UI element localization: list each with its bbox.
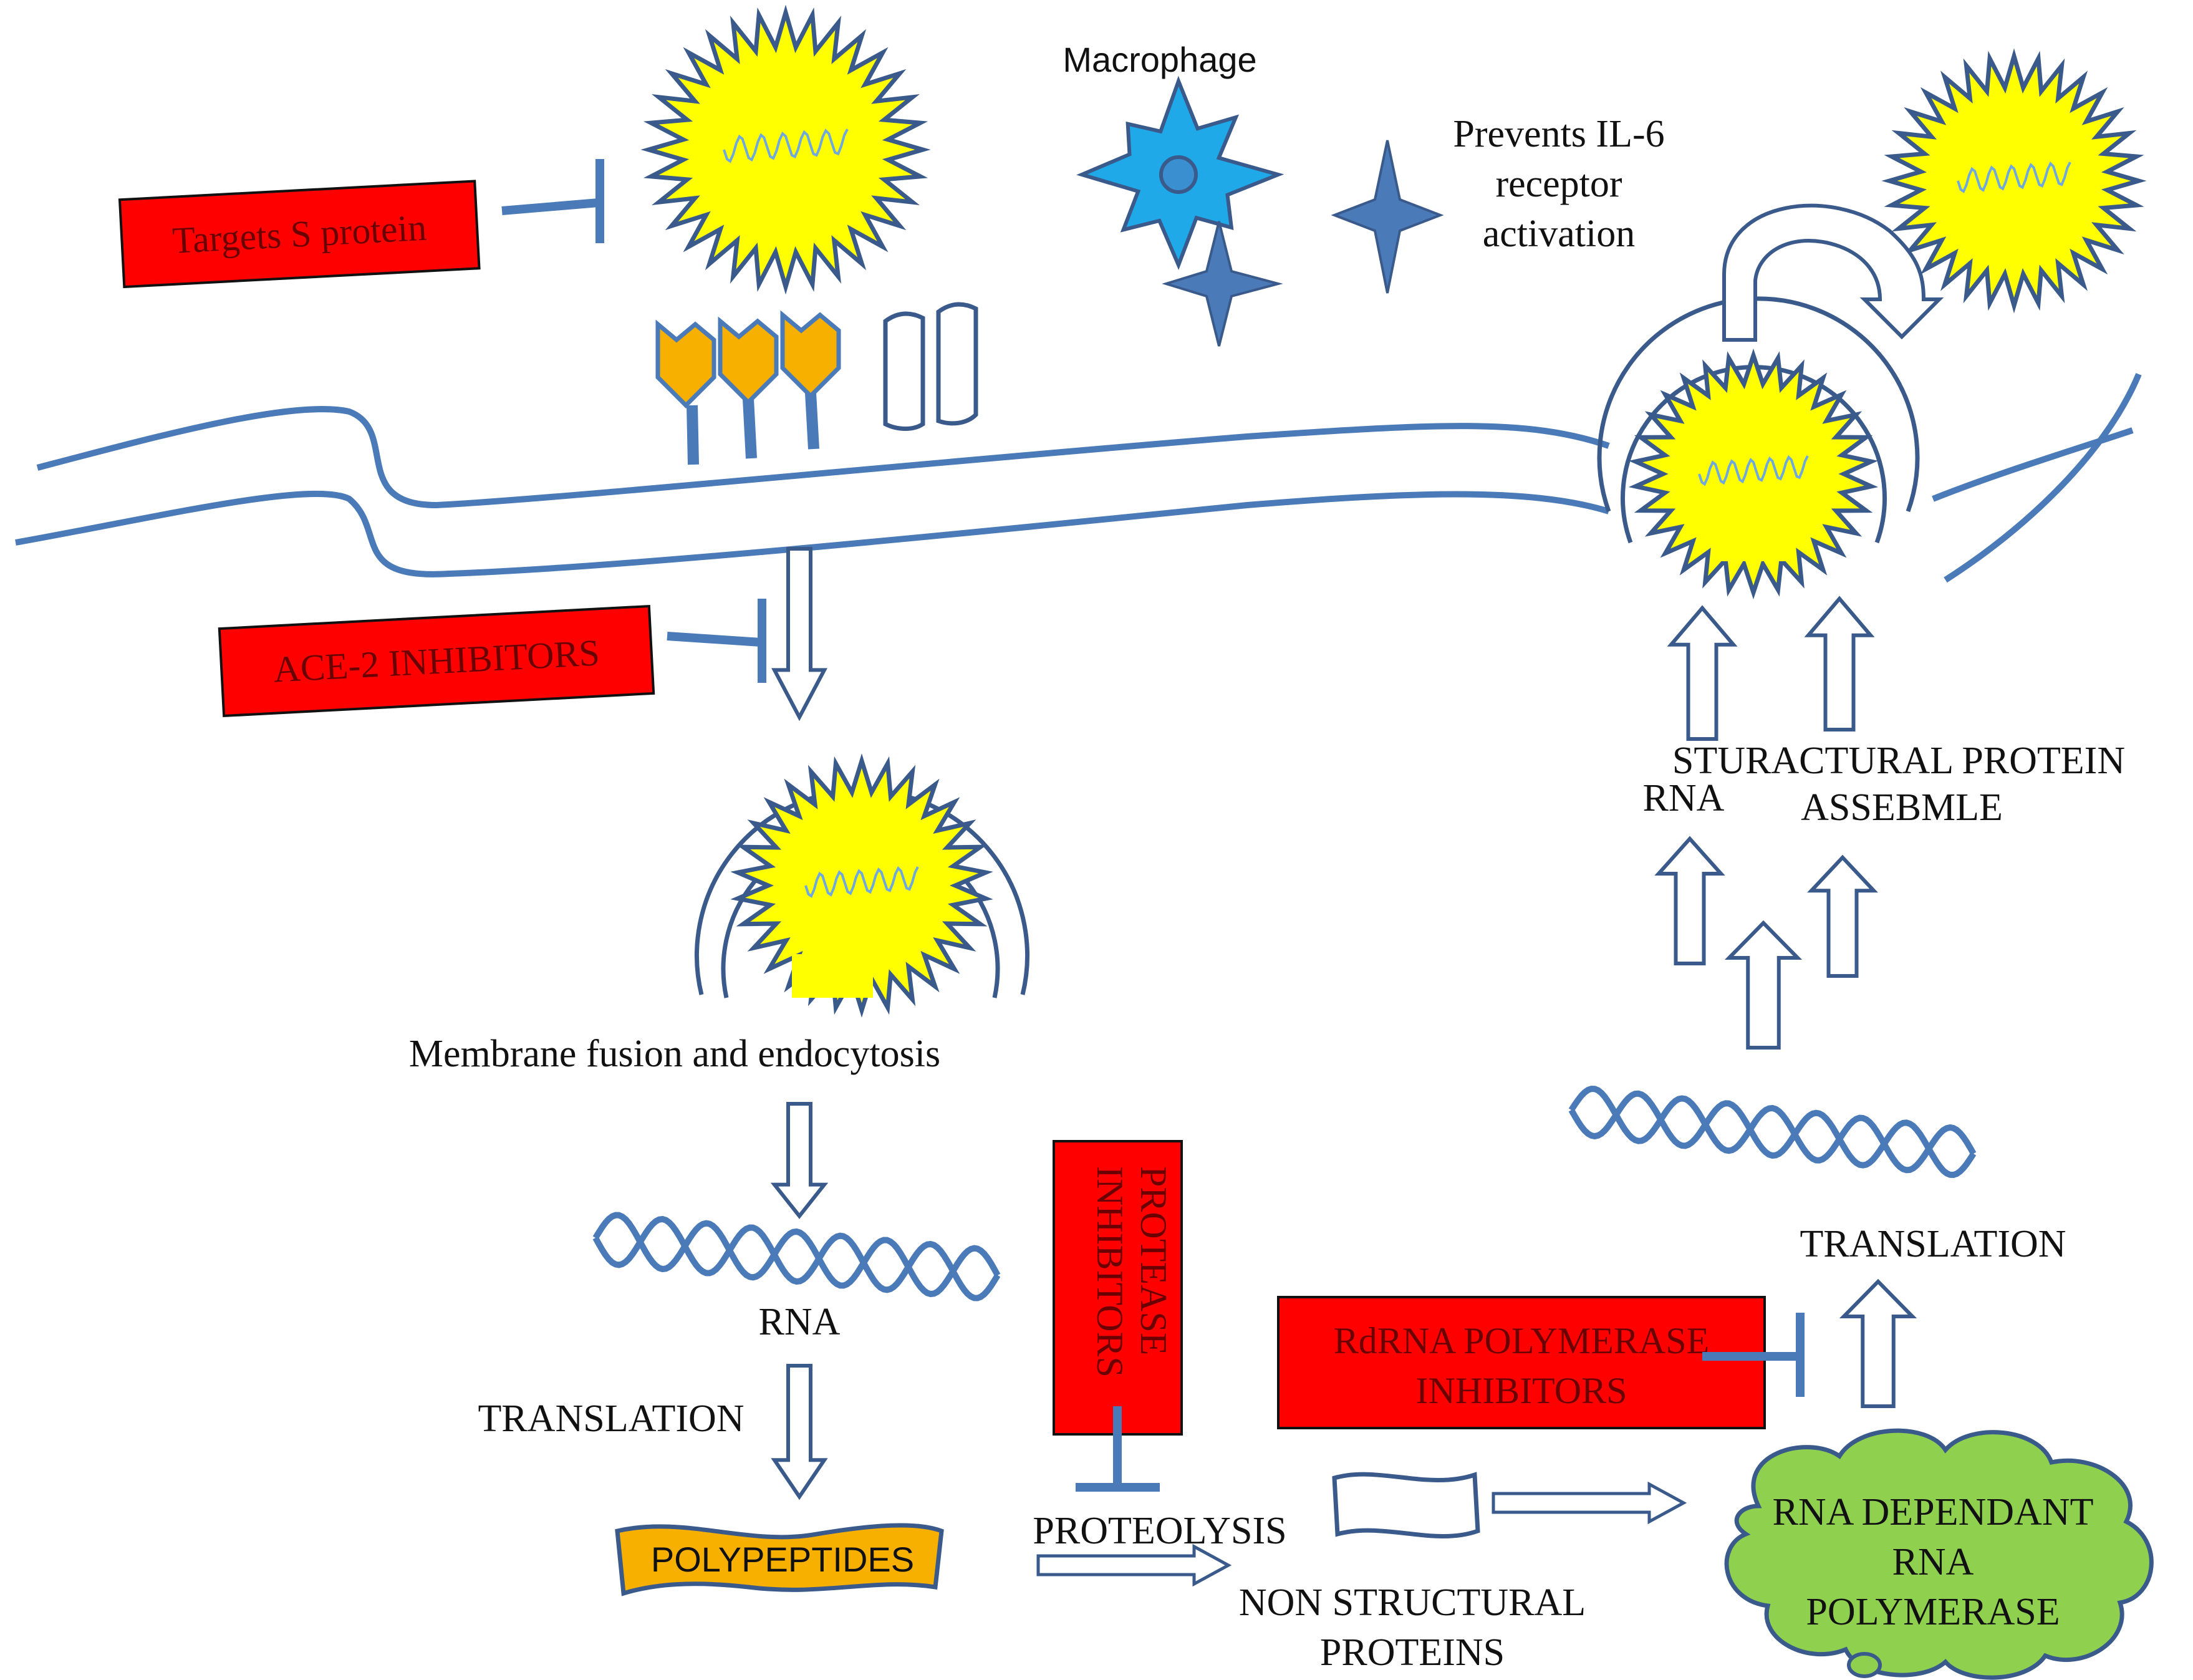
protease-inhibition-bar [1076, 1406, 1160, 1492]
arrow-to-assembly-left [1667, 605, 1738, 741]
virus-genome [723, 128, 849, 163]
virus-spike-envelope [730, 753, 993, 1018]
rna-label: RNA [759, 1301, 841, 1343]
arrow-entry [771, 547, 827, 722]
receptor-2 [718, 316, 779, 459]
rdrna-inhibition-bar [1702, 1313, 1805, 1397]
arrow-translation-right [1839, 1278, 1917, 1408]
macrophage-label: Macrophage [1063, 40, 1256, 79]
ace2-receptors [655, 302, 978, 465]
targets-s-protein-box: Targets S protein [118, 180, 481, 289]
arrow-to-assembly-right [1804, 596, 1875, 731]
channel-receptor [883, 302, 978, 431]
proteolysis-label: PROTEOLYSIS [1033, 1510, 1286, 1552]
protease-label-line1: PROTEASE [1133, 1166, 1174, 1355]
arrow-to-rna [770, 1102, 829, 1219]
assemble-label: ASSEBMLE [1801, 786, 2003, 829]
ace2-inhibitors-box: ACE-2 INHIBITORS [218, 604, 655, 718]
endosome-left [695, 753, 1029, 1018]
polypeptides-label: POLYPEPTIDES [651, 1540, 914, 1579]
rna-helix-strand [592, 1215, 1001, 1301]
virus-particle-assembling [1628, 348, 1879, 600]
block-arrows [770, 547, 1917, 1500]
nonstructural-to-rdrp-arrow [1492, 1481, 1687, 1525]
membrane-fusion-label: Membrane fusion and endocytosis [409, 1033, 940, 1075]
virus-spike-envelope [1628, 348, 1879, 600]
rna-strand-left [592, 1212, 1001, 1301]
receptor-1 [655, 319, 716, 465]
non-structural-label-line2: PROTEINS [1320, 1631, 1505, 1674]
translation-right-label: TRANSLATION [1800, 1223, 2066, 1265]
prevents-il6-line2: receptor [1495, 163, 1622, 205]
arrow-to-polypeptides [771, 1364, 828, 1500]
arrow-rna-up-left [1654, 836, 1725, 965]
protease-inhibitors-box: PROTEASE INHIBITORS [1053, 1140, 1183, 1436]
rdrna-label-line2: INHIBITORS [1416, 1370, 1627, 1411]
virus-opening-right [1715, 518, 1790, 561]
rdrp-cloud: RNA DEPENDANT RNA POLYMERASE [1724, 1428, 2154, 1680]
structural-rna-label: RNA [1643, 777, 1725, 819]
non-structural-protein-icon [1332, 1472, 1480, 1539]
rdrna-inhibitors-box: RdRNA POLYMERASE INHIBITORS [1277, 1296, 1766, 1429]
macrophage-nucleus [1159, 155, 1198, 194]
il6-receptor-star-icon [1331, 140, 1444, 294]
virus-spike-envelope [1881, 48, 2147, 314]
cell-membrane [15, 373, 2142, 583]
rna-helix-strand [592, 1212, 1001, 1298]
protease-label-line2: INHIBITORS [1089, 1166, 1130, 1378]
rna-strand-right [1568, 1085, 1977, 1179]
endosome-right [1597, 296, 1920, 600]
ace2-inhibition-bar [667, 599, 766, 683]
virus-spike-envelope [640, 4, 931, 295]
virus-opening [792, 954, 873, 998]
virus-genome [1698, 455, 1809, 486]
translation-left-label: TRANSLATION [478, 1398, 744, 1440]
receptor-3 [780, 310, 841, 450]
rdrp-label-line2: RNA [1892, 1541, 1974, 1583]
arrow-rna-up-center [1724, 920, 1803, 1050]
rna-helix-strand [1568, 1085, 1977, 1174]
virus-particle-top [640, 4, 931, 295]
rdrp-label-line3: POLYMERASE [1806, 1591, 2060, 1633]
arrow-protein-up [1807, 854, 1878, 978]
s-protein-inhibition-bar [501, 159, 604, 243]
virus-particle-endocytosed [730, 753, 993, 1018]
rna-helix-strand [1568, 1090, 1977, 1179]
macrophage-cell [1076, 75, 1284, 270]
rdrp-label-line1: RNA DEPENDANT [1773, 1491, 2094, 1533]
structural-protein-label: STURACTURAL PROTEIN [1672, 740, 2125, 782]
proteolysis-arrow [1036, 1543, 1232, 1587]
rdrna-label-line1: RdRNA POLYMERASE [1334, 1320, 1709, 1361]
non-structural-label-line1: NON STRUCTURAL [1239, 1581, 1586, 1624]
polypeptides-ribbon: POLYPEPTIDES [615, 1523, 944, 1596]
prevents-il6-line1: Prevents IL-6 [1453, 113, 1664, 155]
il6-star-icon [1162, 221, 1283, 347]
virus-genome [1957, 161, 2071, 193]
virus-particle-released [1881, 48, 2147, 314]
curved-release-arrow [1722, 203, 1944, 342]
prevents-il6-line3: activation [1483, 213, 1635, 255]
virus-genome [804, 866, 919, 898]
